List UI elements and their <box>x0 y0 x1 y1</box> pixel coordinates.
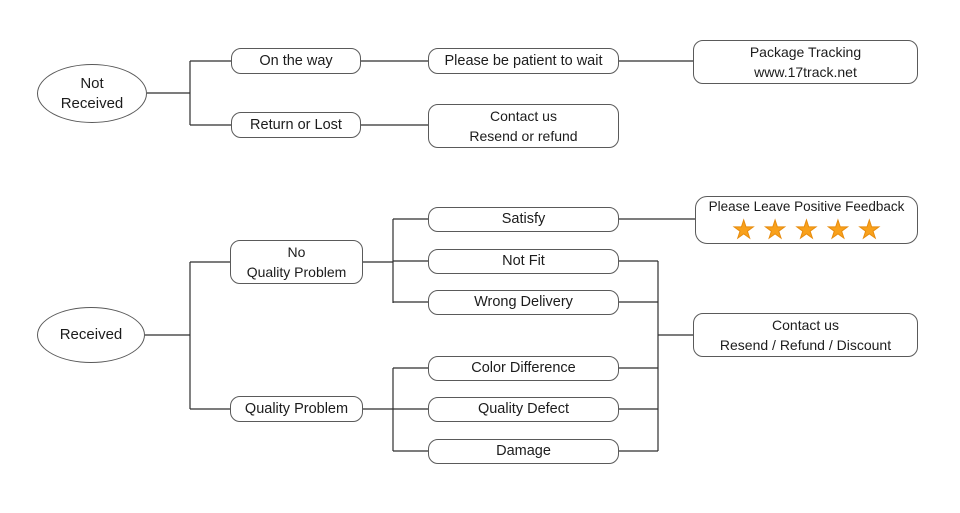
return-or-lost-node: Return or Lost <box>231 112 361 138</box>
quality-defect-node: Quality Defect <box>428 397 619 422</box>
resend-or-refund-label: Resend or refund <box>469 128 578 144</box>
on-the-way-label: On the way <box>259 52 333 69</box>
quality-defect-label: Quality Defect <box>477 401 570 418</box>
not-received-node: Not Received <box>37 64 147 123</box>
received-node: Received <box>37 307 145 363</box>
return-or-lost-label: Return or Lost <box>250 116 342 133</box>
contact-us-label: Contact us <box>490 107 557 124</box>
please-wait-node: Please be patient to wait <box>428 48 619 74</box>
not-fit-node: Not Fit <box>428 249 619 274</box>
satisfy-node: Satisfy <box>428 207 619 232</box>
positive-feedback-label: Please Leave Positive Feedback <box>708 198 905 214</box>
contact-us-label-2: Contact us <box>772 316 839 333</box>
wrong-delivery-node: Wrong Delivery <box>428 290 619 315</box>
quality-problem-node: Quality Problem <box>230 396 363 422</box>
received-label: Received <box>59 326 123 344</box>
not-fit-label: Not Fit <box>502 253 545 270</box>
color-difference-node: Color Difference <box>428 356 619 381</box>
damage-label: Damage <box>496 443 551 460</box>
wrong-delivery-label: Wrong Delivery <box>474 294 573 311</box>
package-tracking-title: Package Tracking <box>749 43 862 60</box>
package-tracking-node: Package Tracking www.17track.net <box>693 40 918 84</box>
color-difference-label: Color Difference <box>471 360 576 377</box>
contact-resend-refund-discount-node: Contact us Resend / Refund / Discount <box>693 313 918 357</box>
resend-refund-discount-label: Resend / Refund / Discount <box>719 337 892 353</box>
no-quality-problem-node: No Quality Problem <box>230 240 363 284</box>
positive-feedback-node: Please Leave Positive Feedback ★★★★★ <box>695 196 918 244</box>
on-the-way-node: On the way <box>231 48 361 74</box>
contact-resend-refund-node: Contact us Resend or refund <box>428 104 619 148</box>
satisfy-label: Satisfy <box>501 211 546 228</box>
not-received-label: Not Received <box>60 75 124 112</box>
please-wait-label: Please be patient to wait <box>444 52 603 69</box>
no-quality-problem-line1: No <box>287 243 306 260</box>
quality-problem-label: Quality Problem <box>244 400 349 417</box>
package-tracking-url: www.17track.net <box>754 64 857 80</box>
five-star-rating-icon: ★★★★★ <box>732 216 890 245</box>
damage-node: Damage <box>428 439 619 464</box>
no-quality-problem-line2: Quality Problem <box>246 264 347 280</box>
